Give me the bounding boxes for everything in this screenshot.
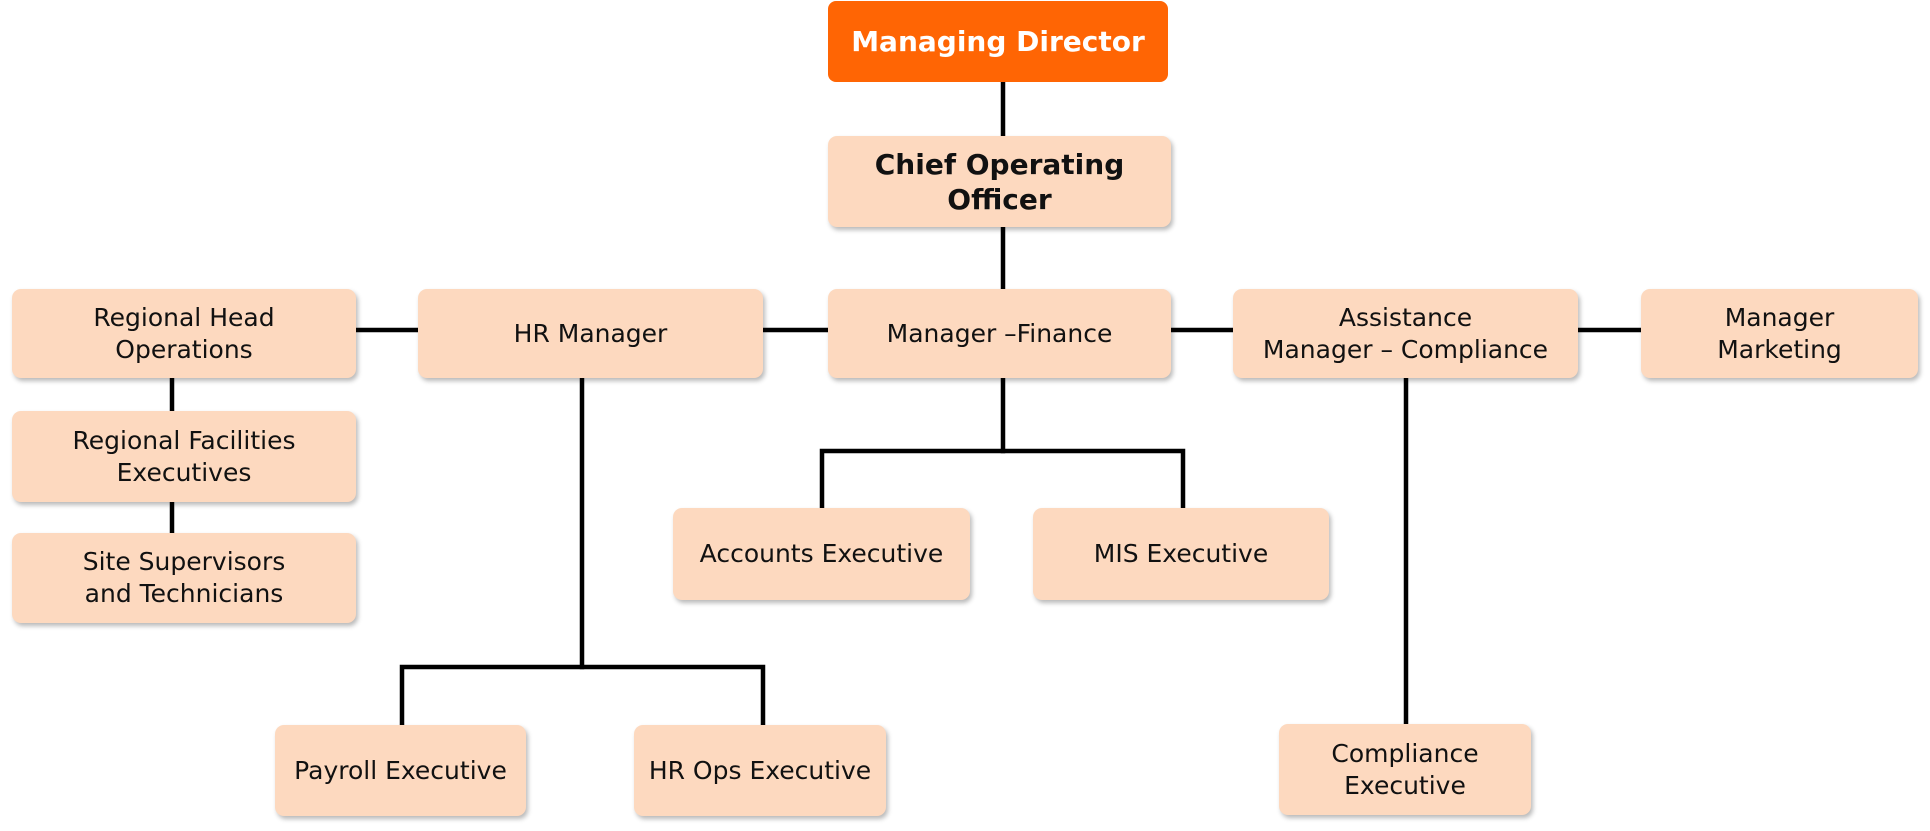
node-label-hr-ops-executive: HR Ops Executive <box>648 755 872 785</box>
node-label-chief-operating-officer: Chief Operating Officer <box>874 147 1125 216</box>
node-label-payroll-executive: Payroll Executive <box>294 755 507 785</box>
node-chief-operating-officer: Chief Operating Officer <box>828 136 1171 227</box>
node-regional-head-operations: Regional Head Operations <box>12 289 356 378</box>
node-regional-facilities-executives: Regional Facilities Executives <box>12 411 356 502</box>
node-managing-director: Managing Director <box>828 1 1168 82</box>
node-hr-manager: HR Manager <box>418 289 763 378</box>
node-label-managing-director: Managing Director <box>851 24 1145 58</box>
node-manager-marketing: Manager Marketing <box>1641 289 1918 378</box>
node-label-site-supervisors-technicians: Site Supervisors and Technicians <box>82 547 286 608</box>
node-label-manager-marketing: Manager Marketing <box>1717 302 1842 364</box>
node-manager-finance: Manager –Finance <box>828 289 1171 378</box>
node-assistance-manager-compliance: Assistance Manager – Compliance <box>1233 289 1578 378</box>
node-label-compliance-executive: Compliance Executive <box>1331 738 1479 800</box>
node-mis-executive: MIS Executive <box>1033 508 1329 600</box>
node-label-hr-manager: HR Manager <box>513 318 668 348</box>
connector-hr-payroll <box>399 664 766 728</box>
node-label-manager-finance: Manager –Finance <box>886 318 1113 348</box>
node-label-regional-head-operations: Regional Head Operations <box>93 302 275 364</box>
node-compliance-executive: Compliance Executive <box>1279 724 1531 815</box>
node-payroll-executive: Payroll Executive <box>275 725 526 816</box>
node-label-regional-facilities-executives: Regional Facilities Executives <box>72 425 296 487</box>
node-accounts-executive: Accounts Executive <box>673 508 970 600</box>
node-site-supervisors-technicians: Site Supervisors and Technicians <box>12 533 356 623</box>
connector-finance-accounts <box>819 448 1186 511</box>
node-label-accounts-executive: Accounts Executive <box>699 539 944 568</box>
node-hr-ops-executive: HR Ops Executive <box>634 725 886 816</box>
node-label-assistance-manager-compliance: Assistance Manager – Compliance <box>1262 302 1549 364</box>
node-label-mis-executive: MIS Executive <box>1093 539 1269 568</box>
